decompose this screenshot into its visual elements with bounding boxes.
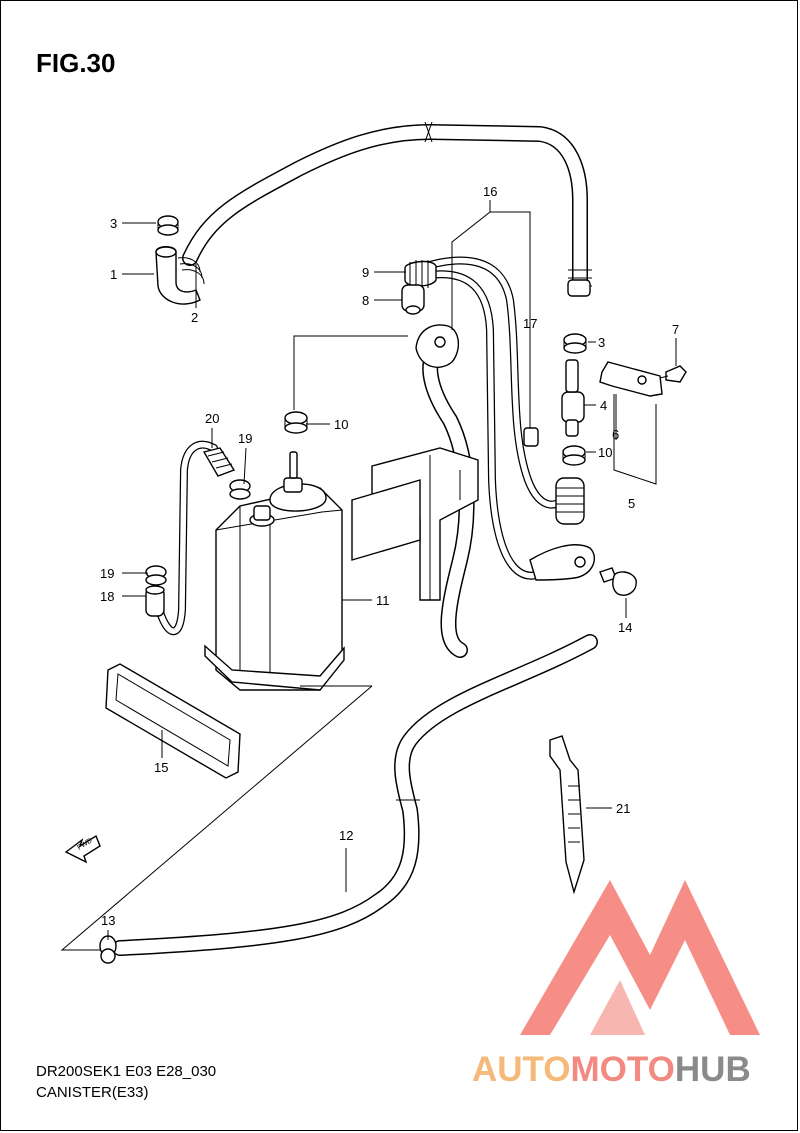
fwd-arrow-icon: FWD: [64, 834, 101, 864]
callout-numbers: 3 1 2 9 8 16 17 3 7 4 6 10 5 10 20 19 11…: [100, 184, 679, 928]
callout-8: 8: [362, 293, 369, 308]
section-name: CANISTER(E33): [36, 1084, 149, 1101]
tie-21[interactable]: [549, 735, 585, 895]
callout-20: 20: [205, 411, 219, 426]
callout-7: 7: [672, 322, 679, 337]
bracket-6[interactable]: [599, 361, 663, 397]
callout-19-lower: 19: [100, 566, 114, 581]
callout-18: 18: [100, 589, 114, 604]
clamp-10-right[interactable]: [562, 445, 586, 466]
callout-17: 17: [523, 316, 537, 331]
callout-13: 13: [101, 913, 115, 928]
figure-title: FIG.30: [36, 48, 116, 78]
hose-upper[interactable]: [182, 121, 592, 297]
canister[interactable]: [204, 451, 345, 691]
callout-19-upper: 19: [238, 431, 252, 446]
clamp-19-upper[interactable]: [229, 479, 251, 500]
bracket-plate: [351, 447, 479, 601]
connector-18[interactable]: [145, 585, 165, 617]
clamp-19-lower[interactable]: [145, 565, 167, 586]
watermark-auto: AUTO: [472, 1050, 571, 1089]
callout-10-right: 10: [598, 445, 612, 460]
callout-14: 14: [618, 620, 632, 635]
elbow-joint[interactable]: [155, 246, 205, 305]
callout-2: 2: [191, 310, 198, 325]
watermark-logo-icon: [520, 880, 760, 1035]
bolt-14[interactable]: [599, 567, 637, 596]
band-15[interactable]: [105, 663, 241, 779]
clamp-3-right[interactable]: [563, 333, 587, 354]
callout-4: 4: [600, 398, 607, 413]
watermark-hub: HUB: [674, 1050, 751, 1089]
callout-15: 15: [154, 760, 168, 775]
callout-6: 6: [612, 427, 619, 442]
hose-20-thin[interactable]: [156, 440, 236, 636]
clamp-10-left[interactable]: [284, 411, 308, 434]
callout-21: 21: [616, 801, 630, 816]
callout-12: 12: [339, 828, 353, 843]
model-code: DR200SEK1 E03 E28_030: [36, 1063, 217, 1080]
bolt-7[interactable]: [659, 365, 687, 383]
valve-joint-4[interactable]: [561, 359, 585, 437]
callout-3-left: 3: [110, 216, 117, 231]
callout-3-right: 3: [598, 335, 605, 350]
hose-corrugated-right[interactable]: [555, 477, 585, 525]
group-line-5: [613, 394, 657, 485]
clamp-13[interactable]: [99, 935, 117, 964]
callout-10-left: 10: [334, 417, 348, 432]
hose-9-corrugated[interactable]: [404, 260, 437, 288]
watermark-text: AUTOMOTOHUB: [472, 1050, 751, 1090]
connector-8[interactable]: [401, 284, 425, 315]
watermark-moto: MOTO: [570, 1050, 675, 1089]
callout-5: 5: [628, 496, 635, 511]
hose-12[interactable]: [112, 634, 598, 956]
callout-1: 1: [110, 267, 117, 282]
callout-16: 16: [483, 184, 497, 199]
clamp-3-upper[interactable]: [157, 215, 179, 236]
hose-middle[interactable]: [416, 256, 574, 580]
leader-lines: [60, 200, 677, 951]
pipe-17-end[interactable]: [523, 427, 539, 447]
callout-9: 9: [362, 265, 369, 280]
callout-11: 11: [376, 593, 390, 608]
